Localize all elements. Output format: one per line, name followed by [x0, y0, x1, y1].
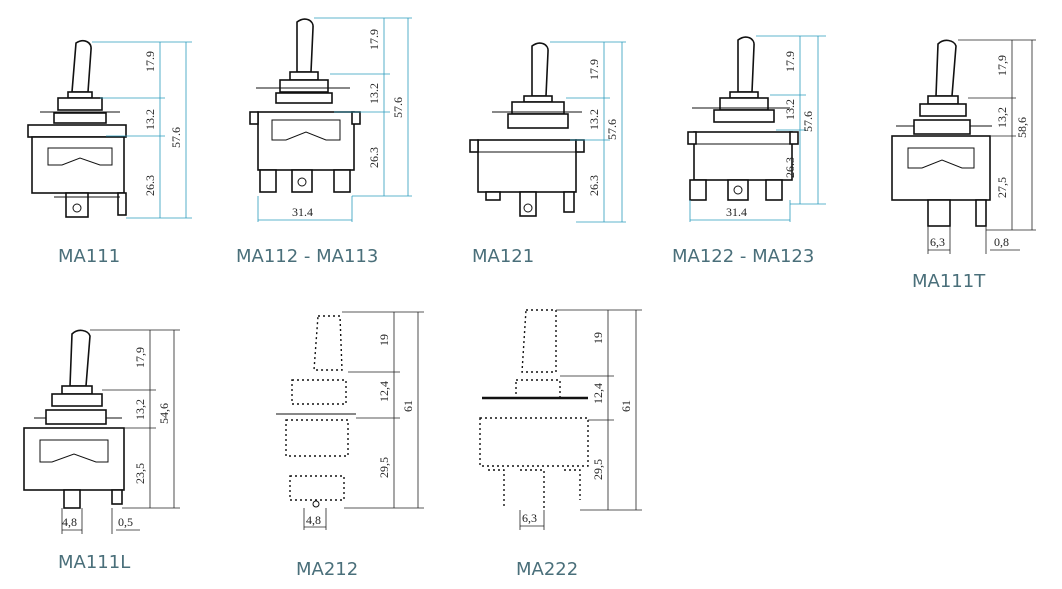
model-label-ma121: MA121 [472, 246, 535, 267]
dim-ma222-bushing: 12,4 [591, 383, 605, 404]
switch-drawing-ma111 [27, 40, 127, 218]
dim-ma111l-lever: 17,9 [133, 347, 147, 368]
dim-ma212-total: 61 [401, 400, 415, 412]
dim-ma111-body: 26.3 [143, 175, 157, 196]
switch-drawing-ma222 [479, 309, 589, 508]
dim-ma121-body: 26.3 [587, 175, 601, 196]
dimensions-ma111t: 17,9 13,2 27,5 58,6 6,3 0,8 [927, 39, 1036, 254]
model-label-ma122: MA122 - MA123 [672, 246, 815, 267]
model-label-ma111t: MA111T [912, 271, 986, 292]
model-label-ma222: MA222 [516, 559, 579, 580]
dim-ma212-bushing: 12,4 [377, 381, 391, 402]
switch-drawing-ma121 [469, 42, 585, 217]
dim-ma112-total: 57.6 [391, 97, 405, 118]
dim-ma111-total: 57.6 [169, 127, 183, 148]
dim-ma212-body: 29,5 [377, 457, 391, 478]
dim-ma111-lever: 17.9 [143, 51, 157, 72]
model-label-ma112: MA112 - MA113 [236, 246, 379, 267]
dim-ma111t-gap: 0,8 [994, 235, 1009, 249]
dim-ma112-body: 26.3 [367, 147, 381, 168]
dim-ma111t-pin: 6,3 [930, 235, 945, 249]
dim-ma122-lever: 17.9 [783, 51, 797, 72]
dim-ma212-pin: 4,8 [306, 513, 321, 527]
dim-ma122-bushing: 13.2 [783, 99, 797, 120]
dim-ma122-total: 57.6 [801, 111, 815, 132]
dim-ma112-bushing: 13.2 [367, 83, 381, 104]
dimensions-ma111l: 17,9 13,2 23,5 54,6 4,8 0,5 [61, 329, 180, 534]
switch-drawing-ma122 [687, 36, 799, 201]
dim-ma111l-body: 23,5 [133, 463, 147, 484]
dim-ma111l-bushing: 13,2 [133, 399, 147, 420]
dimensions-ma222: 19 12,4 29,5 61 6,3 [519, 309, 642, 530]
dim-ma121-total: 57.6 [605, 119, 619, 140]
dim-ma111t-total: 58,6 [1015, 117, 1029, 138]
dim-ma112-width: 31.4 [292, 205, 313, 219]
dimensions-ma111: 17.9 13.2 26.3 57.6 [92, 41, 192, 219]
switch-drawing-ma111t [891, 39, 992, 227]
dim-ma222-lever: 19 [591, 332, 605, 344]
dim-ma111t-body: 27,5 [995, 177, 1009, 198]
dim-ma212-lever: 19 [377, 334, 391, 346]
dimensions-ma212: 19 12,4 29,5 61 4,8 [303, 311, 424, 530]
dim-ma111-bushing: 13.2 [143, 109, 157, 130]
dimensions-ma112: 17.9 13.2 26.3 57.6 31.4 [257, 17, 412, 222]
model-label-ma111: MA111 [58, 246, 121, 267]
switch-drawing-ma112 [249, 18, 361, 193]
dim-ma121-lever: 17.9 [587, 59, 601, 80]
dim-ma222-pin: 6,3 [522, 511, 537, 525]
dimensions-ma122: 17.9 13.2 26.3 57.6 31.4 [689, 35, 826, 222]
dim-ma112-lever: 17.9 [367, 29, 381, 50]
dim-ma222-total: 61 [619, 400, 633, 412]
dim-ma111l-gap: 0,5 [118, 515, 133, 529]
dim-ma111t-bushing: 13,2 [995, 107, 1009, 128]
dim-ma111l-total: 54,6 [157, 403, 171, 424]
dim-ma122-body: 26.3 [783, 157, 797, 178]
dim-ma222-body: 29,5 [591, 459, 605, 480]
dimensions-ma121: 17.9 13.2 26.3 57.6 [550, 41, 626, 223]
switch-drawing-ma111l [23, 329, 125, 509]
dim-ma122-width: 31.4 [726, 205, 747, 219]
switch-drawing-ma212 [276, 315, 356, 508]
model-label-ma111l: MA111L [58, 552, 131, 573]
dim-ma111t-lever: 17,9 [995, 55, 1009, 76]
dim-ma121-bushing: 13.2 [587, 109, 601, 130]
dim-ma111l-pin: 4,8 [62, 515, 77, 529]
model-label-ma212: MA212 [296, 559, 359, 580]
